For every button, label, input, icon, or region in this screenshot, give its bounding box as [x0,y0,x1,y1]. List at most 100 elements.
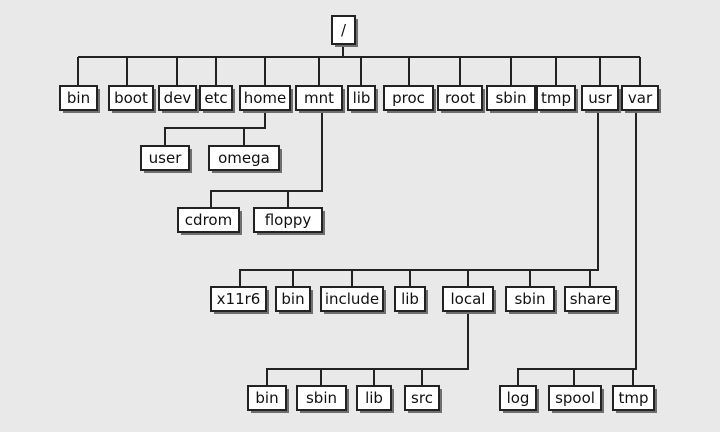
node-label: usr [588,89,612,107]
edge-var-children [517,110,637,386]
node-top-level-mnt: mnt [295,85,345,113]
node-label: sbin [514,290,545,308]
node-label: cdrom [185,211,232,229]
node-box [59,85,98,111]
node-box [253,207,323,233]
node-usr-children-bin: bin [275,286,313,314]
node-box [296,385,347,411]
node-var-children-log: log [499,385,539,413]
node-box [347,85,376,111]
node-top-level-var: var [621,85,661,113]
node-label: tmp [541,89,571,107]
node-label: include [325,290,379,308]
node-local-children-src: src [404,385,442,413]
node-top-level-sbin: sbin [486,85,538,113]
node-top-level-etc: etc [199,85,235,113]
node-usr-children-include: include [320,286,386,314]
node-top-level-root: root [437,85,485,113]
node-box [383,85,434,111]
node-label: tmp [618,389,648,407]
edge-local-children [266,311,469,386]
node-box [275,286,311,312]
node-usr-children-lib: lib [394,286,428,314]
node-label: dev [164,89,192,107]
node-local-children-sbin: sbin [296,385,349,413]
node-box [239,85,291,111]
node-local-children-bin: bin [247,385,289,413]
node-home-children-omega: omega [208,145,282,173]
node-top-level-lib: lib [347,85,378,113]
node-mnt-children-cdrom: cdrom [177,207,242,235]
node-box [158,85,197,111]
node-top-level-tmp: tmp [536,85,578,113]
node-label: spool [555,389,595,407]
node-label: floppy [265,211,312,229]
node-top-level-bin: bin [59,85,100,113]
node-home-children-user: user [140,145,192,173]
tree-edges [77,44,641,386]
node-box [356,385,392,411]
node-top-level-home: home [239,85,293,113]
node-label: user [149,149,183,167]
node-local-children-lib: lib [356,385,394,413]
node-top-level-proc: proc [383,85,436,113]
node-label: bin [281,290,304,308]
edge-mnt-children [210,110,323,208]
node-usr-children-x11r6: x11r6 [210,286,269,314]
edge-home-children [164,110,266,146]
node-box [331,15,356,45]
node-box [486,85,536,111]
node-usr-children-local: local [442,286,496,314]
node-top-level-dev: dev [158,85,199,113]
node-box [295,85,343,111]
node-usr-children-share: share [564,286,619,314]
node-box [199,85,233,111]
node-box [437,85,483,111]
node-box [140,145,190,171]
edge-usr-children [239,110,599,287]
node-usr-children-sbin: sbin [505,286,557,314]
node-box [499,385,537,411]
node-label: etc [204,89,227,107]
node-label: local [451,290,486,308]
node-label: log [507,389,530,407]
node-box [320,286,384,312]
node-box [564,286,617,312]
node-label: share [570,290,612,308]
node-label: / [341,21,347,39]
node-box [581,85,619,111]
node-var-children-tmp: tmp [612,385,657,413]
node-label: home [244,89,287,107]
node-label: src [411,389,433,407]
node-box [612,385,655,411]
node-label: var [628,89,653,107]
node-box [177,207,240,233]
node-label: bin [255,389,278,407]
edge-top-drops [77,57,641,86]
node-box [108,85,154,111]
node-label: proc [392,89,425,107]
node-top-level-usr: usr [581,85,621,113]
node-box [442,286,494,312]
node-box [394,286,426,312]
node-label: root [445,89,475,107]
node-mnt-children-floppy: floppy [253,207,325,235]
node-var-children-spool: spool [548,385,604,413]
node-label: lib [401,290,419,308]
node-label: bin [67,89,90,107]
node-box [208,145,280,171]
node-label: sbin [306,389,337,407]
node-label: boot [114,89,148,107]
node-box [536,85,576,111]
node-box [404,385,440,411]
node-root-root: / [331,15,358,47]
node-box [621,85,659,111]
node-label: sbin [495,89,526,107]
node-label: omega [218,149,270,167]
node-box [247,385,287,411]
node-label: mnt [304,89,334,107]
node-box [210,286,267,312]
node-top-level-boot: boot [108,85,156,113]
